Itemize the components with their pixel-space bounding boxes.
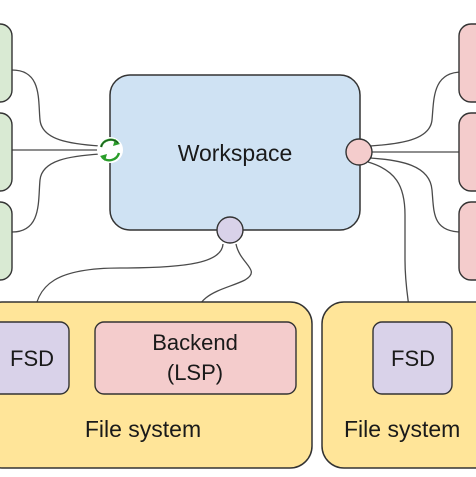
fsd-box — [372, 321, 453, 395]
right-server-box — [458, 201, 476, 281]
line-right-top — [369, 71, 463, 147]
backend-label-line2: (LSP) — [167, 360, 223, 385]
sync-arrows-icon — [97, 137, 123, 163]
line-left-top — [11, 69, 101, 147]
file-system-label: File system — [85, 416, 201, 442]
left-client-box — [0, 23, 13, 103]
workspace-bottom-port — [216, 216, 244, 244]
fsd-label: FSD — [10, 346, 54, 371]
fsd-box — [0, 321, 70, 395]
file-system-label: File system — [344, 416, 460, 442]
line-bottom-to-fsd — [33, 243, 224, 323]
backend-label-line1: Backend — [152, 330, 238, 355]
workspace-right-port — [345, 138, 373, 166]
line-right-to-fsd — [367, 161, 411, 323]
workspace-label: Workspace — [178, 140, 293, 166]
file-system-right: FSD File system — [321, 301, 476, 469]
backend-box — [94, 321, 297, 395]
right-server-box — [458, 23, 476, 103]
left-client-box — [0, 112, 13, 192]
right-server-boxes — [458, 23, 476, 281]
fsd-label: FSD — [391, 346, 435, 371]
left-client-box — [0, 201, 13, 281]
left-client-boxes — [0, 23, 13, 281]
workspace-node: Workspace — [109, 74, 361, 231]
connection-lines — [11, 69, 463, 323]
right-server-box — [458, 112, 476, 192]
line-left-bottom — [11, 153, 101, 233]
line-right-bottom — [369, 157, 463, 233]
file-system-left: FSD Backend (LSP) File system — [0, 301, 313, 469]
